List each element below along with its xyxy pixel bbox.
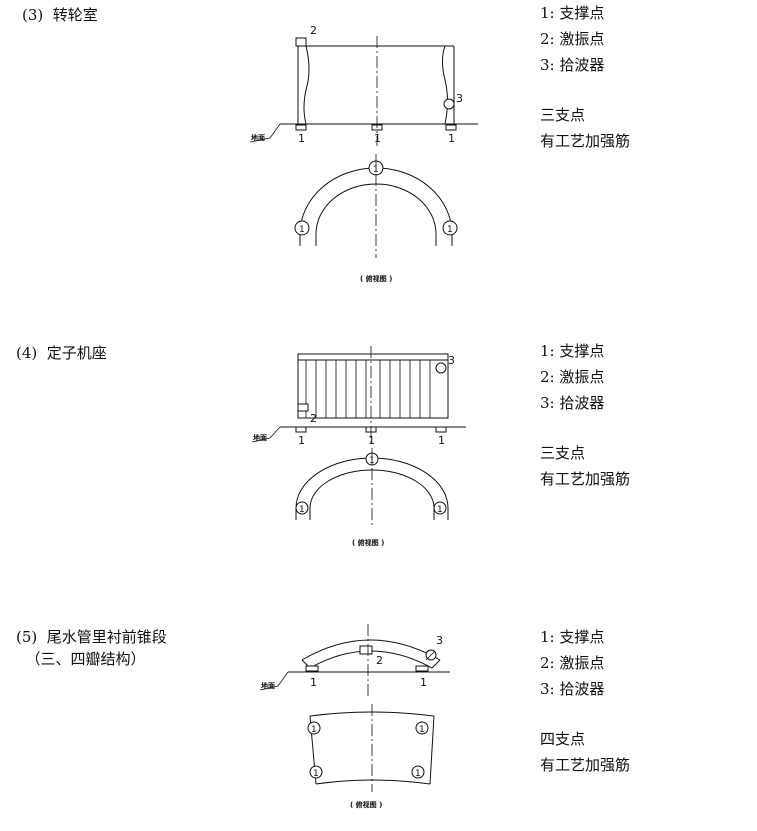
exciter-mark: 2: [376, 654, 383, 667]
pickup-mark: 3: [436, 634, 443, 647]
support-mark: 1: [419, 725, 425, 735]
legend-item: 3: 拾波器: [540, 394, 605, 412]
support-mark: 1: [310, 676, 317, 689]
support-mark: 1: [448, 132, 455, 145]
pickup-mark: 3: [456, 92, 463, 105]
legend-item: 2: 激振点: [540, 654, 605, 672]
support-mark: 1: [420, 676, 427, 689]
support-mark: 1: [313, 769, 319, 779]
legend-item: 3: 拾波器: [540, 680, 605, 698]
support-mark: 1: [437, 505, 443, 515]
plan-view-diagram: 1 1 1 ( 俯视图 ): [295, 448, 449, 547]
note: 有工艺加强筋: [540, 756, 631, 774]
support-mark: 1: [447, 225, 453, 235]
ground-label: 地面: [261, 681, 275, 690]
support-mark: 1: [368, 434, 375, 447]
support-mark: 1: [369, 456, 375, 466]
support-mark: 1: [415, 769, 421, 779]
note: 有工艺加强筋: [540, 470, 631, 488]
legend-item: 3: 拾波器: [540, 56, 605, 74]
note: 有工艺加强筋: [540, 132, 631, 150]
section-title: (3) 转轮室: [22, 6, 98, 24]
legend-item: 1: 支撑点: [540, 628, 605, 646]
support-mark: 1: [374, 132, 381, 145]
legend: 1: 支撑点 2: 激振点 3: 拾波器 三支点 有工艺加强筋: [540, 338, 630, 492]
elevation-diagram: 2 3 地面 1 1 1: [249, 24, 478, 146]
section-title: (4) 定子机座: [16, 344, 107, 362]
view-label: ( 俯视图 ): [360, 274, 392, 283]
note: 三支点: [540, 444, 586, 462]
legend: 1: 支撑点 2: 激振点 3: 拾波器 四支点 有工艺加强筋: [540, 624, 630, 778]
support-mark: 1: [298, 434, 305, 447]
view-label: ( 俯视图 ): [350, 800, 382, 809]
view-label: ( 俯视图 ): [352, 538, 384, 547]
elevation-diagram: 2 3 地面 1 1: [259, 624, 450, 696]
plan-view-diagram: 1 1 1 1 ( 俯视图 ): [307, 704, 435, 809]
support-mark: 1: [438, 434, 445, 447]
support-mark: 1: [299, 505, 305, 515]
legend-item: 1: 支撑点: [540, 4, 605, 22]
exciter-mark: 2: [310, 24, 317, 37]
pickup-mark: 3: [448, 354, 455, 367]
ground-label: 地面: [251, 133, 265, 142]
elevation-diagram: 3 2 地面 1 1 1: [251, 346, 466, 447]
support-mark: 1: [298, 132, 305, 145]
section-title: (5) 尾水管里衬前锥段 （三、四瓣结构）: [16, 628, 167, 668]
support-mark: 1: [299, 225, 305, 235]
legend-item: 2: 激振点: [540, 368, 605, 386]
legend-item: 2: 激振点: [540, 30, 605, 48]
legend: 1: 支撑点 2: 激振点 3: 拾波器 三支点 有工艺加强筋: [540, 0, 630, 154]
note: 三支点: [540, 106, 586, 124]
ground-label: 地面: [253, 433, 267, 442]
exciter-mark: 2: [310, 412, 317, 425]
support-mark: 1: [311, 725, 317, 735]
note: 四支点: [540, 730, 586, 748]
stiffener-ribs: [305, 360, 431, 418]
legend-item: 1: 支撑点: [540, 342, 605, 360]
plan-view-diagram: 1 1 1 ( 俯视图 ): [294, 154, 458, 283]
